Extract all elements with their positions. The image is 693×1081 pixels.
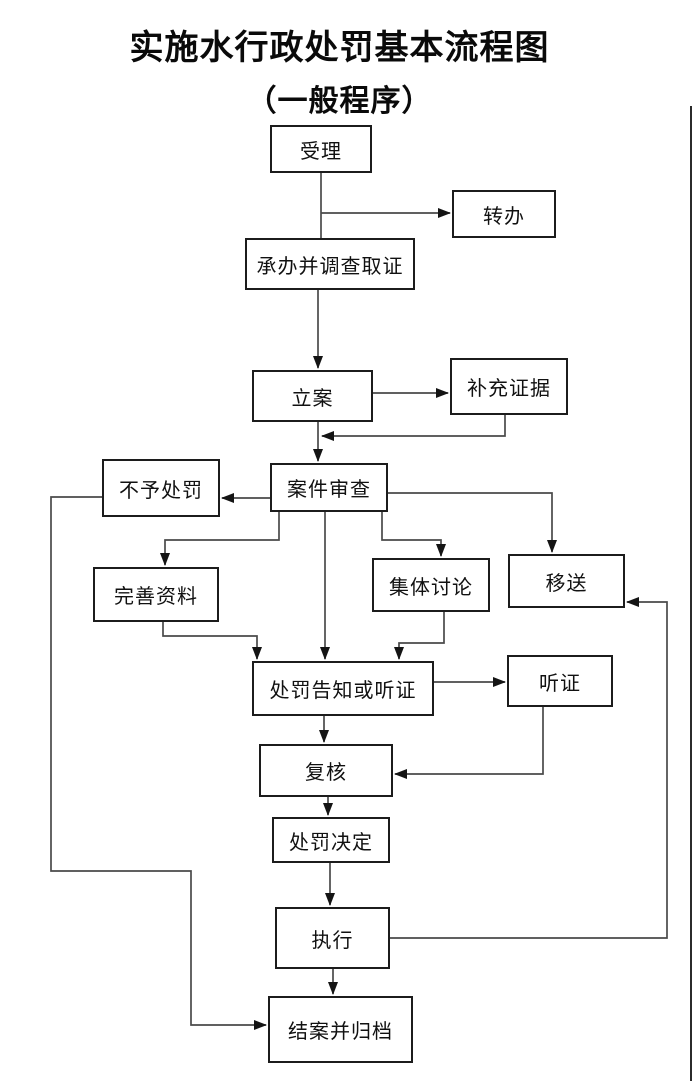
node-improve-materials: 完善资料 xyxy=(93,567,219,622)
node-group-discussion: 集体讨论 xyxy=(372,558,490,612)
node-referral-label: 移送 xyxy=(545,572,588,595)
node-investigate-label: 承办并调查取证 xyxy=(256,255,404,278)
edge-improve-to-notice xyxy=(162,622,262,660)
edge-execute-to-referral xyxy=(390,597,668,939)
flowchart-title: 实施水行政处罚基本流程图 xyxy=(129,30,550,67)
node-case-review-label: 案件审查 xyxy=(287,479,371,501)
node-file-case-label: 立案 xyxy=(291,387,334,410)
edge-hearing-to-recheck xyxy=(394,707,544,779)
node-hearing: 听证 xyxy=(507,655,613,707)
node-referral: 移送 xyxy=(508,554,625,608)
node-case-review: 案件审查 xyxy=(270,463,388,512)
node-accept-label: 受理 xyxy=(300,140,342,163)
node-penalty-notice-or-hearing-label: 处罚告知或听证 xyxy=(269,680,417,702)
node-no-penalty-label: 不予处罚 xyxy=(119,479,203,502)
edge-case-review-to-referral xyxy=(388,492,557,553)
node-recheck-label: 复核 xyxy=(305,762,347,784)
flowchart-subtitle: （一般程序） xyxy=(246,85,433,118)
node-recheck: 复核 xyxy=(259,744,393,797)
edge-case-review-to-improve xyxy=(160,512,280,566)
node-execute: 执行 xyxy=(275,907,390,969)
node-group-discussion-label: 集体讨论 xyxy=(389,576,473,599)
node-supplement-evidence: 补充证据 xyxy=(450,358,568,415)
node-accept: 受理 xyxy=(270,125,372,173)
node-hearing-label: 听证 xyxy=(539,672,581,695)
node-file-case: 立案 xyxy=(252,370,373,422)
node-penalty-notice-or-hearing: 处罚告知或听证 xyxy=(252,661,434,716)
node-no-penalty: 不予处罚 xyxy=(102,459,220,517)
node-transfer-out: 转办 xyxy=(452,190,556,238)
node-execute-label: 执行 xyxy=(311,929,354,952)
node-investigate: 承办并调查取证 xyxy=(245,238,415,290)
node-improve-materials-label: 完善资料 xyxy=(114,586,198,608)
node-supplement-evidence-label: 补充证据 xyxy=(467,378,551,400)
node-transfer-out-label: 转办 xyxy=(483,205,525,228)
node-close-and-archive: 结案并归档 xyxy=(268,996,413,1063)
node-close-and-archive-label: 结案并归档 xyxy=(288,1021,393,1043)
node-penalty-decision: 处罚决定 xyxy=(272,817,390,863)
edge-discussion-to-notice xyxy=(394,612,445,660)
node-penalty-decision-label: 处罚决定 xyxy=(289,831,373,854)
edge-case-review-to-discussion xyxy=(381,512,446,557)
